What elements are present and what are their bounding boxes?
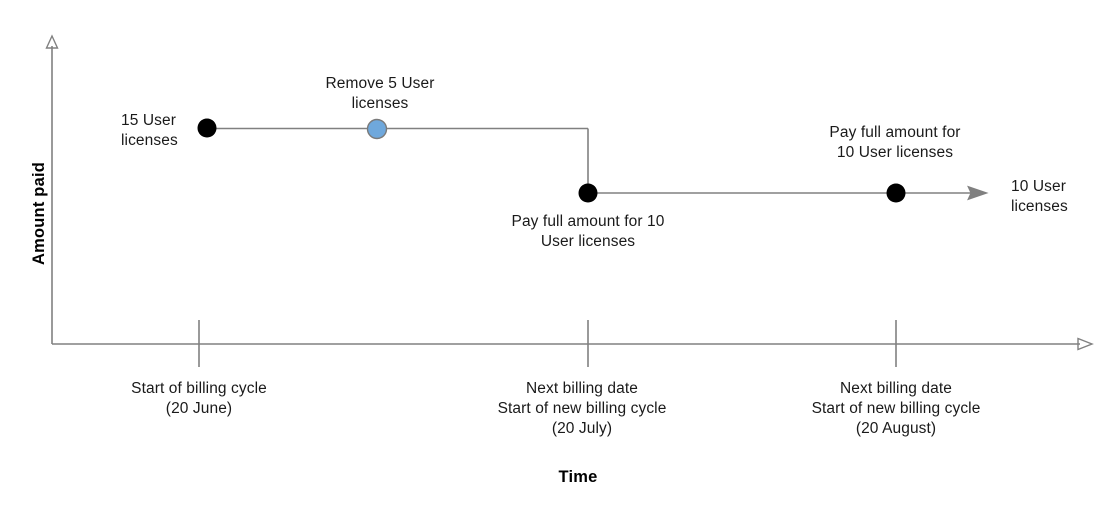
data-point-start[interactable] [197,118,217,138]
step-line-arrowhead-icon [967,185,989,201]
data-point-july-billing[interactable] [578,183,598,203]
label-remove-licenses: Remove 5 User licenses [325,75,435,112]
label-start-licenses: 15 User licenses [121,112,178,149]
y-axis-title: Amount paid [30,161,48,265]
x-axis-title: Time [558,468,598,486]
x-axis-arrowhead-icon [1077,337,1094,351]
data-point-remove-licenses[interactable] [366,118,388,140]
y-axis-arrowhead-icon [45,34,59,49]
label-end-licenses: 10 User licenses [1011,178,1068,215]
tick-label-august: Next billing date Start of new billing c… [811,380,981,437]
label-pay-august: Pay full amount for 10 User licenses [829,124,961,161]
label-pay-july: Pay full amount for 10 User licenses [511,213,665,250]
data-point-august-billing[interactable] [886,183,906,203]
tick-label-june: Start of billing cycle (20 June) [131,380,267,417]
tick-label-july: Next billing date Start of new billing c… [497,380,667,437]
